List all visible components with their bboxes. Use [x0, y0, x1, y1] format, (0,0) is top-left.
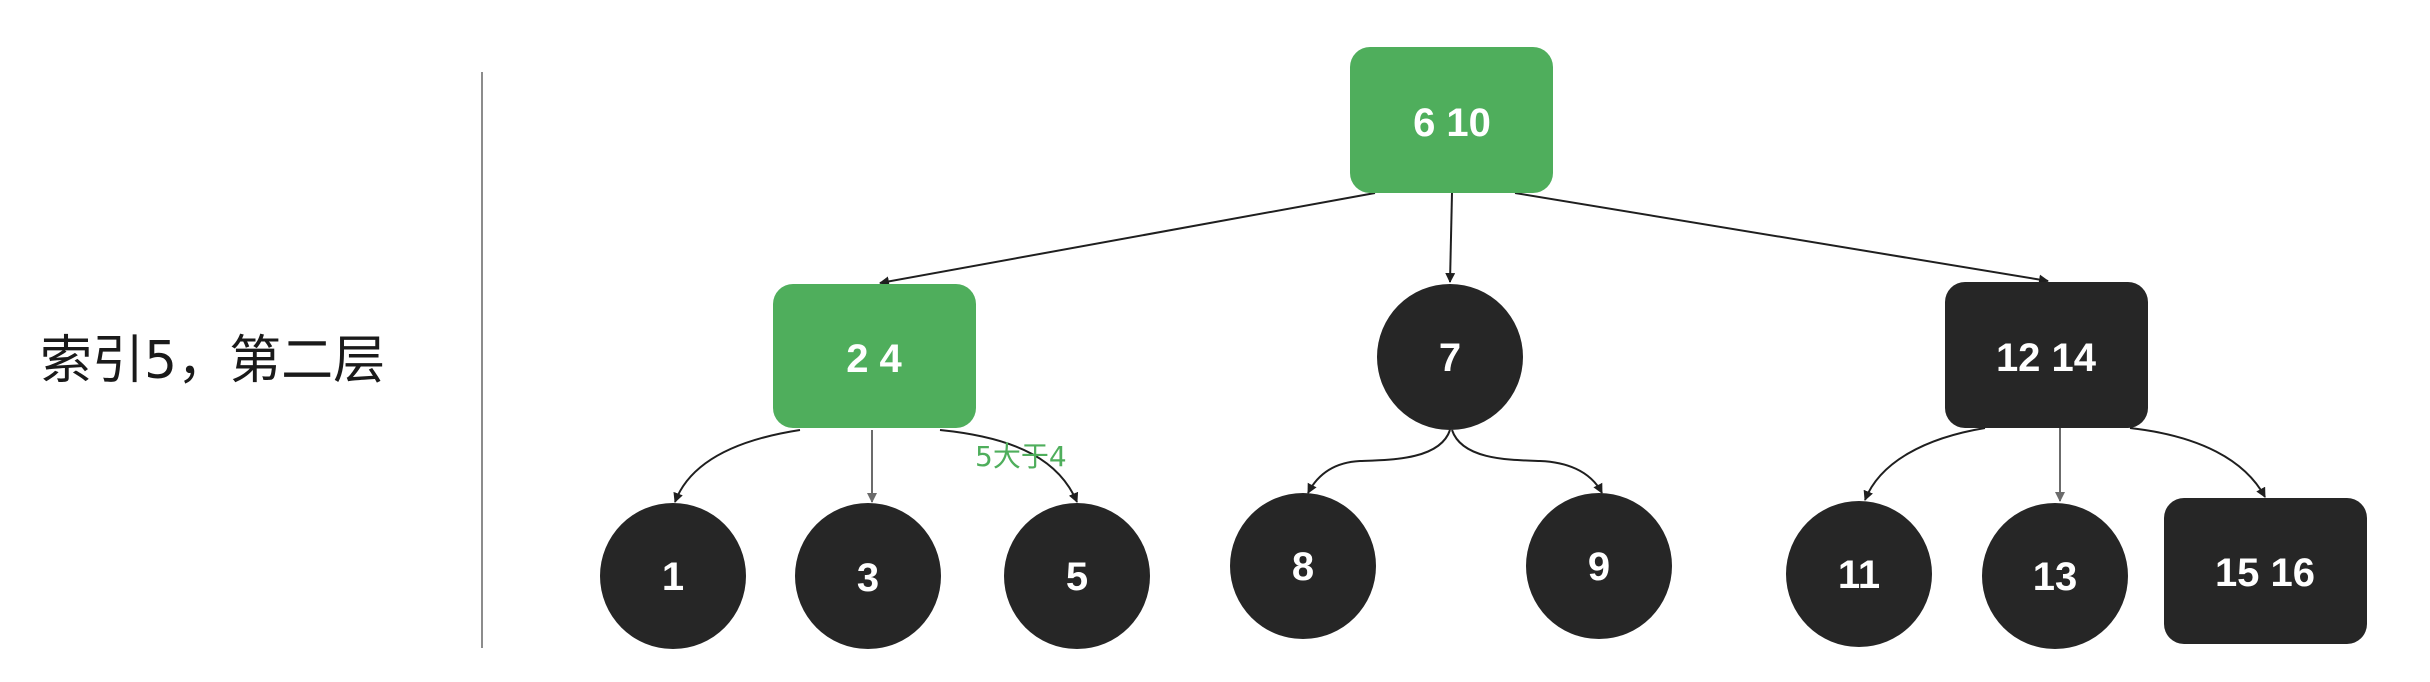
node-1: 1	[600, 503, 746, 649]
node-1-shape	[600, 503, 746, 649]
edge-7-to-9	[1451, 429, 1603, 494]
node-root: 6 10	[1350, 47, 1553, 193]
edge-root-to-12-14	[1514, 192, 2049, 285]
node-root-label: 6 10	[1413, 101, 1491, 145]
node-9: 9	[1526, 493, 1672, 639]
node-13-label: 13	[2033, 555, 2078, 599]
node-12-14: 12 14	[1945, 282, 2148, 428]
node-2-4: 2 4	[773, 284, 976, 428]
node-3: 3	[795, 503, 941, 649]
node-8: 8	[1230, 493, 1376, 639]
node-9-label: 9	[1588, 545, 1610, 589]
diagram-caption: 索引5，第二层	[40, 331, 386, 391]
edges-12-14	[1863, 427, 2266, 502]
node-12-14-label: 12 14	[1996, 336, 2097, 380]
edge-12-14-to-11	[1863, 427, 1986, 501]
node-3-shape	[795, 503, 941, 649]
node-11-shape	[1786, 501, 1932, 647]
nodes: 6 10 2 4 7 12 14 1	[600, 47, 2367, 649]
node-15-16: 15 16	[2164, 498, 2367, 644]
node-1-label: 1	[662, 555, 684, 599]
edge-root-to-2-4	[879, 192, 1376, 287]
node-9-shape	[1526, 493, 1672, 639]
edge-note-5-gt-4: 5大于4	[975, 440, 1067, 473]
divider-line	[481, 72, 483, 648]
node-5-shape	[1004, 503, 1150, 649]
node-8-shape	[1230, 493, 1376, 639]
node-7: 7	[1377, 284, 1523, 430]
edges-7	[1307, 429, 1603, 494]
node-2-4-shape	[773, 284, 976, 428]
node-5-label: 5	[1066, 555, 1088, 599]
node-15-16-label: 15 16	[2215, 551, 2315, 595]
node-2-4-label: 2 4	[846, 337, 902, 381]
node-7-label: 7	[1439, 336, 1461, 380]
edge-7-to-8	[1307, 429, 1451, 494]
node-13-shape	[1982, 503, 2128, 649]
edge-root-to-7	[1445, 192, 1456, 283]
edges-2-4: 5大于4	[673, 429, 1079, 503]
node-12-14-shape	[1945, 282, 2148, 428]
node-root-shape	[1350, 47, 1553, 193]
node-5: 5	[1004, 503, 1150, 649]
edge-12-14-to-15-16	[2129, 427, 2266, 498]
node-15-16-shape	[2164, 498, 2367, 644]
edges-root	[879, 192, 2049, 287]
node-8-label: 8	[1292, 545, 1314, 589]
edge-2-4-to-1	[673, 429, 801, 503]
edge-2-4-to-5	[939, 429, 1079, 503]
node-11: 11	[1786, 501, 1932, 647]
node-13: 13	[1982, 503, 2128, 649]
node-3-label: 3	[857, 556, 879, 600]
node-11-label: 11	[1838, 553, 1880, 597]
node-7-shape	[1377, 284, 1523, 430]
